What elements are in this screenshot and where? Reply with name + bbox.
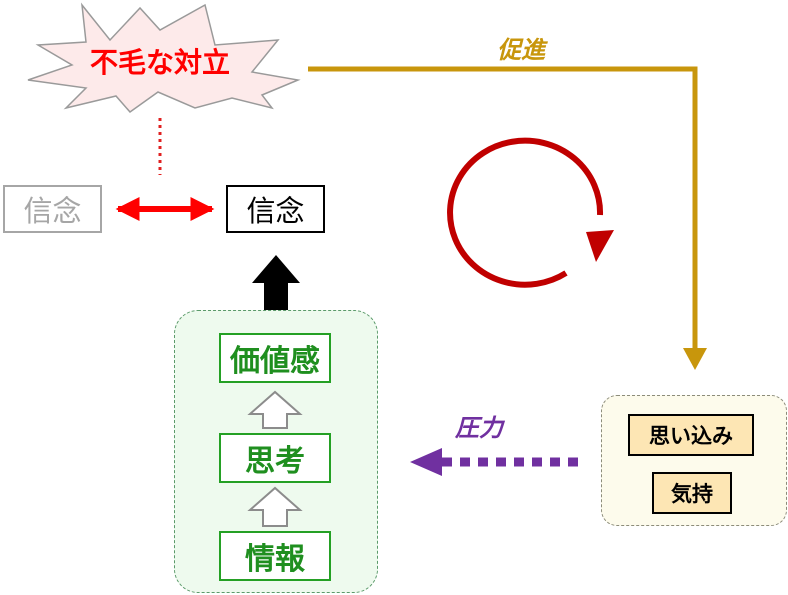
explosion-burst-icon: [27, 2, 301, 114]
promote-label: 促進: [497, 36, 545, 64]
mood-box: 気持: [652, 472, 732, 514]
dotted-left-arrow-icon: [410, 448, 442, 476]
cycle-arrowhead-icon: [586, 230, 614, 262]
up-arrow-icon: [252, 255, 300, 310]
thinking-box: 思考: [219, 433, 331, 483]
assumption-box: 思い込み: [628, 414, 754, 456]
values-box: 価値感: [219, 333, 331, 383]
promote-arrow-line: [308, 66, 698, 350]
cycle-arrow-icon: [447, 137, 604, 288]
own-belief-box: 信念: [226, 185, 325, 233]
pressure-label: 圧力: [455, 414, 503, 442]
other-belief-box: 信念: [3, 185, 102, 233]
promote-arrowhead-icon: [683, 348, 707, 370]
conflict-label: 不毛な対立: [89, 46, 230, 79]
information-box: 情報: [219, 531, 331, 581]
